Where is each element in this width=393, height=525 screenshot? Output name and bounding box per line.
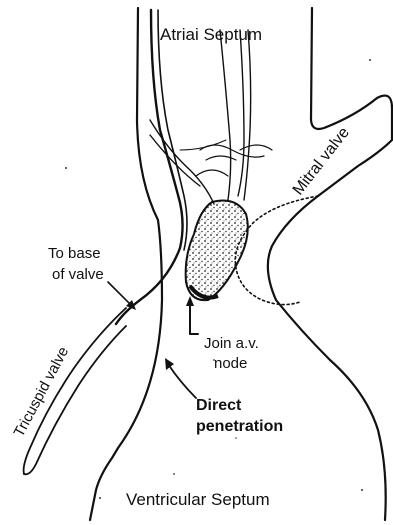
label-atrial-septum: Atriai Septum (160, 25, 262, 44)
label-join-line2: node (214, 355, 247, 372)
label-tricuspid-valve: Tricuspid valve (11, 344, 73, 440)
direct-penetration-arrow (165, 358, 196, 398)
join-av-node-pointer (186, 296, 198, 334)
label-direct-line1: Direct (196, 397, 242, 414)
label-join-line1: Join a.v. (204, 335, 259, 352)
label-to-base-line1: To base (48, 245, 101, 262)
to-base-arrow (108, 282, 136, 310)
septum-outline (90, 8, 392, 520)
label-direct-line2: penetration (196, 418, 283, 435)
av-node (186, 201, 248, 301)
label-mitral-valve: Mitral valve (290, 124, 353, 198)
mitral-valve-leaflet (235, 196, 318, 305)
label-to-base-line2: of valve (52, 266, 104, 283)
label-ventricular-septum: Ventricular Septum (126, 490, 270, 509)
